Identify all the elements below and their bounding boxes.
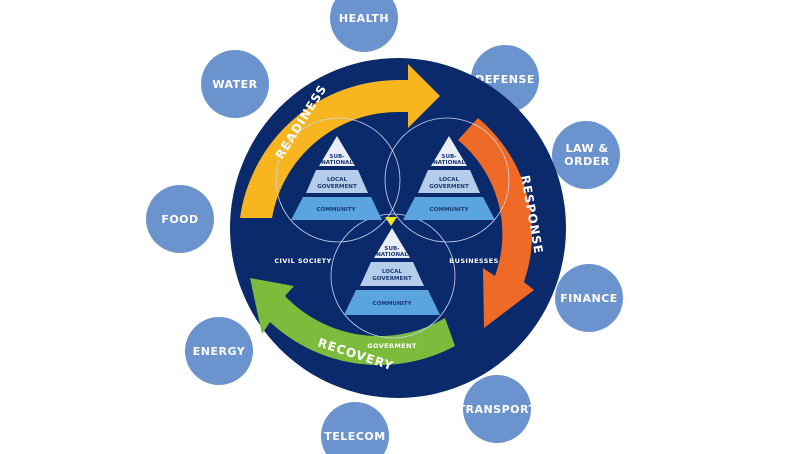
pyramid-mid-label-2: GOVERMENT [372,276,412,282]
sector-water[interactable]: WATER [201,50,269,118]
pyramid-base-label: COMMUNITY [316,207,356,213]
sector-label-line2: ORDER [564,155,609,168]
pyramid-top-label: SUB- [441,154,457,160]
sector-label: TELECOM [324,430,385,443]
pyramid-mid [418,170,480,193]
sector-circle [330,0,398,52]
pyramid-top-label-2: NATIONAL [321,160,353,166]
sector-energy[interactable]: ENERGY [185,317,253,385]
sector-label: TRANSPORT [457,403,536,416]
venn-ring-businesses [384,117,510,243]
pyramid-top-label: SUB- [329,154,345,160]
pyramid-base [403,197,495,220]
pyramid-top [431,136,467,166]
pyramid-base-label: COMMUNITY [372,301,412,307]
government-label: GOVERMENT [367,342,417,350]
sector-label: DEFENSE [475,73,535,86]
pyramid-civil-society: SUB- NATIONAL LOCAL GOVERMENT COMMUNITY [291,136,382,220]
sector-circle [463,375,531,443]
sector-circle [552,121,620,189]
pyramid-top-label-2: NATIONAL [376,252,408,258]
sector-transport[interactable]: TRANSPORT [457,375,536,443]
pyramid-government: SUB- NATIONAL LOCAL GOVERMENT COMMUNITY [344,228,440,315]
civil-society-label: CIVIL SOCIETY [274,257,331,265]
venn-ring-government [330,213,456,339]
sector-health[interactable]: HEALTH [330,0,398,52]
sector-label: LAW & [565,142,608,155]
pyramid-base [291,197,382,220]
sector-label: WATER [212,78,257,91]
pyramid-top-label: SUB- [384,246,400,252]
center-marker [385,217,397,226]
sector-circle [555,264,623,332]
pyramid-mid-label-2: GOVERMENT [429,184,469,190]
sector-label: HEALTH [339,12,389,25]
pyramid-businesses: SUB- NATIONAL LOCAL GOVERMENT COMMUNITY [403,136,495,220]
sector-label: FINANCE [560,292,618,305]
sector-label: ENERGY [193,345,246,358]
businesses-label: BUSINESSES [449,257,498,265]
sector-circle [185,317,253,385]
sector-label: FOOD [161,213,198,226]
sector-telecom[interactable]: TELECOM [321,402,389,454]
pyramid-top [374,228,410,258]
pyramid-mid-label: LOCAL [439,177,460,183]
pyramid-top-label-2: NATIONAL [433,160,465,166]
sector-law-order[interactable]: LAW & ORDER [552,121,620,189]
pyramid-base-label: COMMUNITY [429,207,469,213]
pyramid-mid [306,170,368,193]
sector-finance[interactable]: FINANCE [555,264,623,332]
pyramid-mid [360,262,424,286]
venn-ring-civil-society [275,117,401,243]
pyramid-mid-label: LOCAL [382,269,403,275]
pyramid-base [344,290,440,315]
pyramid-top [319,136,355,166]
sector-food[interactable]: FOOD [146,185,214,253]
pyramid-mid-label: LOCAL [327,177,348,183]
sector-circle [321,402,389,454]
sector-circle [201,50,269,118]
sector-circle [146,185,214,253]
pyramid-mid-label-2: GOVERMENT [317,184,357,190]
